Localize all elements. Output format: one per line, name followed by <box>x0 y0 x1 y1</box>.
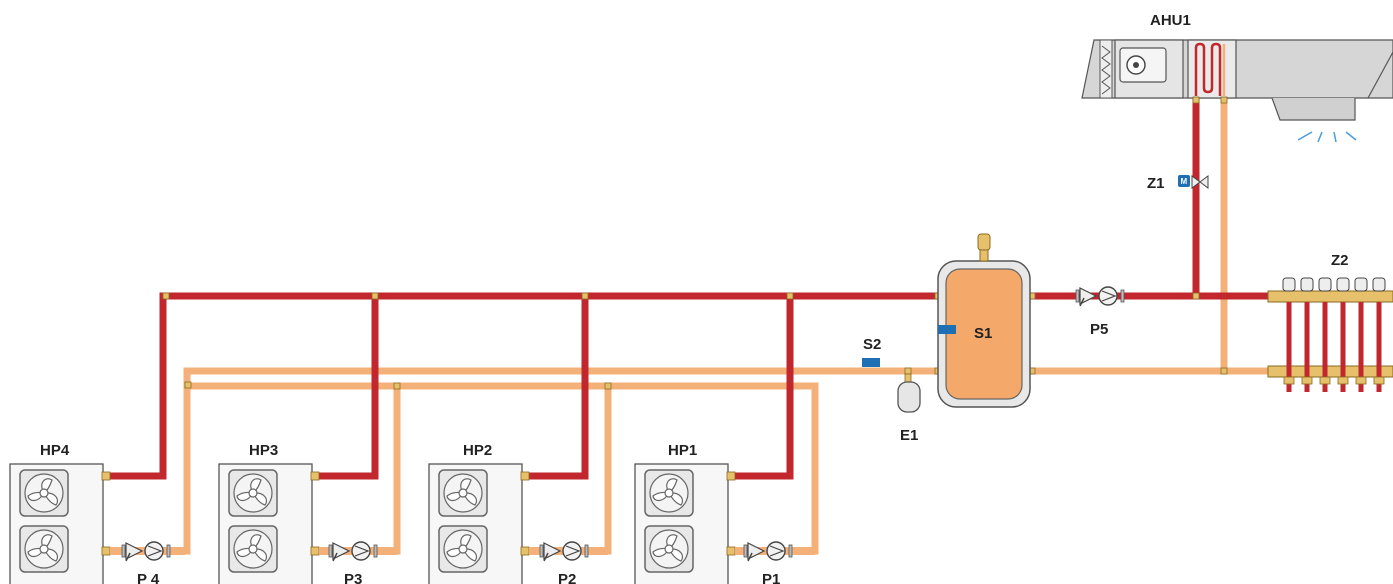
hp1-label: HP1 <box>668 442 697 459</box>
fan-icon <box>228 525 278 573</box>
p5-label: P5 <box>1090 321 1108 338</box>
z1-zone-valve: M Z1 <box>1147 175 1209 192</box>
motor-actuator-icon <box>1178 175 1190 187</box>
hp3-heat-pump: HP3 <box>218 442 320 584</box>
ahu1-unit: AHU1 <box>1081 12 1393 143</box>
fan-icon <box>644 469 694 517</box>
s1-sensor-icon <box>938 325 956 334</box>
s1-label: S1 <box>974 325 992 342</box>
s1-buffer-tank: S1 <box>937 233 1031 408</box>
fan-icon <box>19 525 69 573</box>
hp2-label: HP2 <box>463 442 492 459</box>
p2-pump: P2 <box>529 541 608 584</box>
hp3-label: HP3 <box>249 442 278 459</box>
e1-expansion-vessel: E1 <box>897 373 921 444</box>
supply-pipe-network <box>106 96 1393 480</box>
p4-label: P 4 <box>137 571 160 584</box>
air-outlet-icon <box>1297 131 1357 143</box>
z1-label: Z1 <box>1147 175 1165 192</box>
pipe-fittings <box>162 292 1228 390</box>
hp4-heat-pump: HP4 <box>9 442 111 584</box>
p1-label: P1 <box>762 571 780 584</box>
fan-icon <box>644 525 694 573</box>
fan-icon <box>228 469 278 517</box>
hp1-heat-pump: HP1 <box>634 442 736 584</box>
p2-label: P2 <box>558 571 576 584</box>
s2-sensor-icon <box>862 358 880 367</box>
p3-pump: P3 <box>319 541 397 584</box>
s2-sensor: S2 <box>862 336 881 367</box>
p5-pump: P5 <box>1075 286 1125 338</box>
hp2-heat-pump: HP2 <box>428 442 530 584</box>
p4-pump: P 4 <box>110 541 185 584</box>
p1-pump: P1 <box>735 541 815 584</box>
z1-actuator-label: M <box>1181 177 1188 186</box>
fan-icon <box>438 525 488 573</box>
e1-label: E1 <box>900 427 918 444</box>
fan-icon <box>438 469 488 517</box>
s2-label: S2 <box>863 336 881 353</box>
air-vent-icon <box>977 233 991 251</box>
p3-label: P3 <box>344 571 362 584</box>
hp4-label: HP4 <box>40 442 70 459</box>
z2-label: Z2 <box>1331 252 1349 269</box>
fan-icon <box>19 469 69 517</box>
ahu1-label: AHU1 <box>1150 12 1191 29</box>
z2-manifold: Z2 <box>1267 252 1393 392</box>
